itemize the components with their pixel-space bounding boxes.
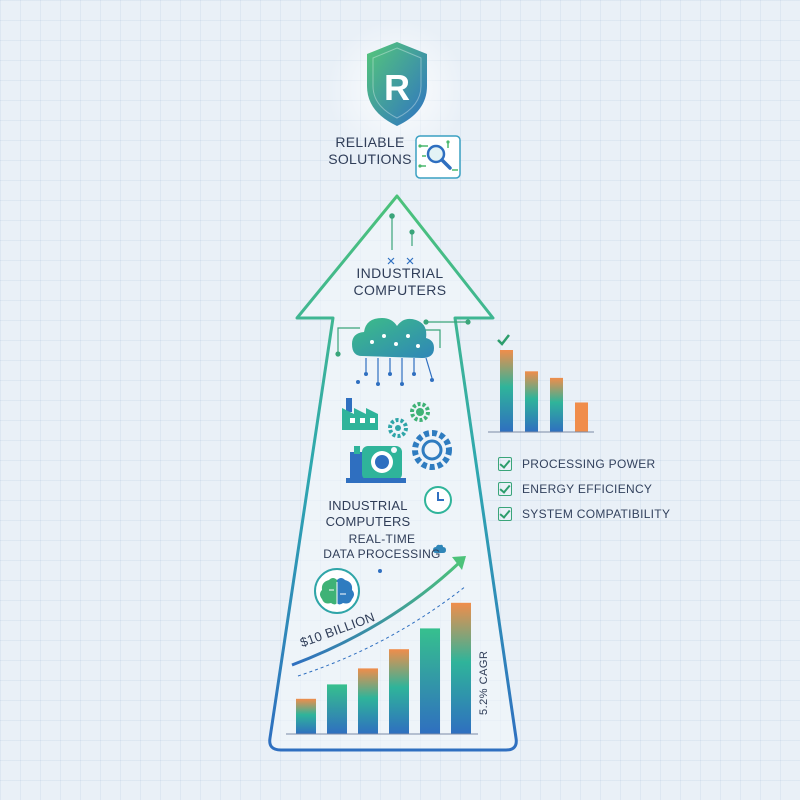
growth-bar	[296, 698, 316, 734]
mid-title-line1: INDUSTRIAL	[328, 498, 408, 513]
clock-icon	[424, 486, 452, 514]
side-bar	[550, 377, 563, 432]
side-bar	[500, 350, 513, 432]
factory-icon	[342, 398, 378, 430]
growth-bar	[420, 628, 440, 734]
side-bar	[525, 371, 538, 432]
growth-bar	[389, 649, 409, 734]
brand-name: RELIABLE SOLUTIONS	[318, 134, 422, 168]
checklist-label: PROCESSING POWER	[522, 457, 656, 471]
growth-trend-line	[291, 560, 462, 667]
circuit-search-icon	[415, 135, 461, 179]
checklist-label: SYSTEM COMPATIBILITY	[522, 507, 671, 521]
industrial-machine-icon	[346, 446, 406, 483]
growth-arrow-head	[452, 556, 466, 570]
growth-bar	[358, 668, 378, 734]
mid-subtitle-line1: REAL-TIME	[348, 532, 416, 546]
cloud-network-icon	[352, 318, 434, 386]
arrow-title-line1: INDUSTRIAL	[356, 265, 444, 281]
checklist-label: ENERGY EFFICIENCY	[522, 482, 653, 496]
logo-letter: R	[384, 67, 410, 108]
check-icon	[497, 334, 510, 346]
shield-icon: R	[367, 42, 427, 126]
checkbox-icon	[498, 482, 512, 496]
growth-bar-chart	[296, 602, 471, 734]
feature-checklist: PROCESSING POWER ENERGY EFFICIENCY SYSTE…	[498, 456, 718, 531]
checkbox-icon	[498, 457, 512, 471]
arrow-title-line2: COMPUTERS	[353, 282, 447, 298]
checkbox-icon	[498, 507, 512, 521]
gears-icon	[388, 402, 452, 470]
brand-name-line2: SOLUTIONS	[328, 151, 412, 167]
growth-bar	[327, 684, 347, 734]
brand-name-line1: RELIABLE	[335, 134, 405, 150]
side-bar	[575, 402, 588, 432]
mid-title: INDUSTRIAL COMPUTERS	[318, 498, 418, 530]
brain-icon	[314, 568, 360, 614]
growth-bar	[451, 602, 471, 734]
arrow-title: INDUSTRIAL COMPUTERS	[320, 265, 480, 299]
mid-title-line2: COMPUTERS	[325, 514, 411, 529]
checklist-item: ENERGY EFFICIENCY	[498, 481, 718, 497]
small-cloud-icon	[433, 544, 446, 553]
checklist-item: SYSTEM COMPATIBILITY	[498, 506, 718, 522]
dot	[378, 569, 382, 573]
mid-subtitle-line2: DATA PROCESSING	[323, 547, 441, 561]
cagr-label: 5.2% CAGR	[478, 650, 490, 715]
growth-dashed-line	[297, 585, 467, 677]
side-bar-chart	[500, 350, 588, 432]
checklist-item: PROCESSING POWER	[498, 456, 718, 472]
mid-subtitle: REAL-TIME DATA PROCESSING	[318, 532, 446, 562]
